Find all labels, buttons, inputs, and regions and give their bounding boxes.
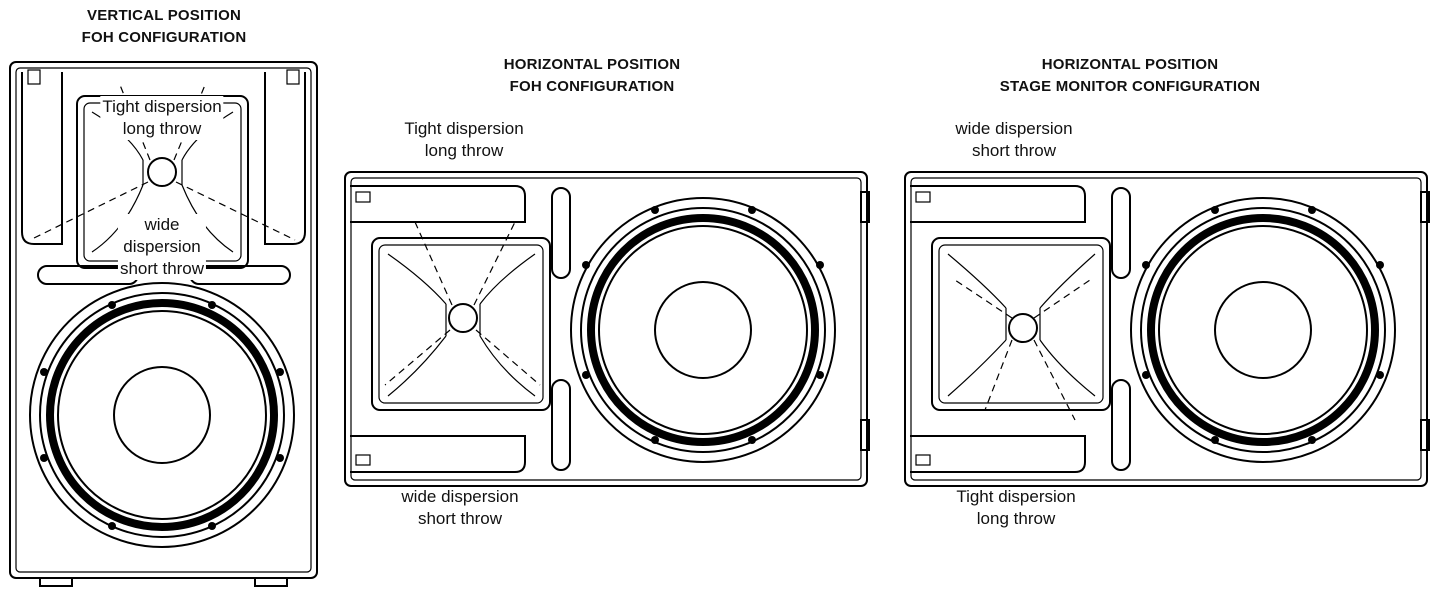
horizontal-foh-lower-label-line1: wide dispersion	[401, 487, 519, 506]
vertical-upper-label: Tight dispersion long throw	[100, 96, 224, 140]
horizontal-monitor-upper-label-line2: short throw	[971, 141, 1057, 160]
vertical-lower-label-line3: short throw	[119, 259, 205, 278]
horizontal-foh-title: HORIZONTAL POSITION FOH CONFIGURATION	[504, 54, 681, 98]
vertical-upper-label-line1: Tight dispersion	[102, 97, 222, 116]
horizontal-foh-cabinet	[344, 171, 870, 487]
vertical-title: VERTICAL POSITION FOH CONFIGURATION	[82, 5, 247, 49]
horizontal-monitor-upper-label: wide dispersion short throw	[955, 118, 1072, 162]
vertical-title-line2: FOH CONFIGURATION	[81, 29, 247, 46]
horizontal-foh-title-line1: HORIZONTAL POSITION	[503, 56, 681, 73]
vertical-upper-label-line2: long throw	[122, 119, 202, 138]
horizontal-monitor-lower-label-line1: Tight dispersion	[956, 487, 1076, 506]
horizontal-monitor-title-line2: STAGE MONITOR CONFIGURATION	[999, 78, 1261, 95]
horizontal-foh-title-line2: FOH CONFIGURATION	[509, 78, 675, 95]
horizontal-foh-upper-label-line2: long throw	[424, 141, 504, 160]
horizontal-monitor-lower-label: Tight dispersion long throw	[956, 486, 1075, 530]
vertical-lower-label-line1: wide	[144, 215, 180, 234]
vertical-title-line1: VERTICAL POSITION	[87, 7, 241, 24]
horizontal-monitor-cabinet	[904, 171, 1430, 487]
horizontal-monitor-title-line1: HORIZONTAL POSITION	[1041, 56, 1219, 73]
horizontal-foh-lower-label: wide dispersion short throw	[401, 486, 518, 530]
vertical-lower-label: wide dispersion short throw	[117, 214, 207, 280]
horizontal-foh-lower-label-line2: short throw	[417, 509, 503, 528]
vertical-cabinet	[9, 61, 318, 587]
vertical-lower-label-line2: dispersion	[123, 237, 201, 256]
horizontal-monitor-title: HORIZONTAL POSITION STAGE MONITOR CONFIG…	[1000, 54, 1260, 98]
horizontal-monitor-upper-label-line1: wide dispersion	[955, 119, 1073, 138]
horizontal-foh-upper-label-line1: Tight dispersion	[404, 119, 524, 138]
horizontal-monitor-lower-label-line2: long throw	[976, 509, 1056, 528]
horizontal-foh-upper-label: Tight dispersion long throw	[404, 118, 523, 162]
